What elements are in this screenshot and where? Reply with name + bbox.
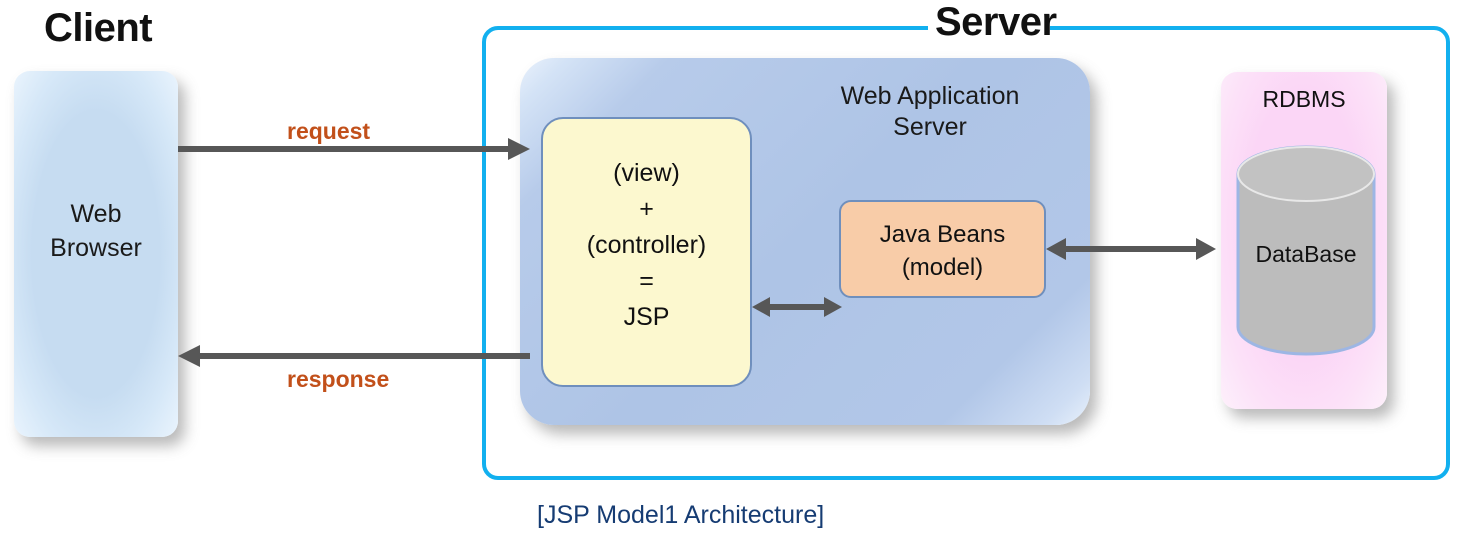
jsp-node: (view) + (controller) = JSP <box>541 117 752 387</box>
web-application-server-label: Web Application Server <box>840 82 1020 141</box>
java-beans-node: Java Beans (model) <box>839 200 1046 298</box>
response-arrow-label: response <box>287 366 390 392</box>
web-application-server-node: Web Application Server (view) + (control… <box>520 58 1090 425</box>
web-browser-node: Web Browser <box>14 71 178 437</box>
jsp-javabeans-arrow <box>752 297 842 317</box>
client-zone-title: Client <box>44 6 153 50</box>
server-zone-title: Server <box>935 0 1057 44</box>
request-arrow-label: request <box>287 118 371 144</box>
database-cylinder-node: DataBase <box>1236 145 1376 356</box>
database-cylinder-icon <box>1236 145 1376 356</box>
diagram-caption: [JSP Model1 Architecture] <box>537 501 825 529</box>
request-arrow <box>178 138 530 160</box>
jsp-label: (view) + (controller) = JSP <box>586 159 707 331</box>
java-beans-label: Java Beans (model) <box>879 221 1006 281</box>
database-label: DataBase <box>1255 241 1357 267</box>
web-browser-label: Web Browser <box>50 200 142 262</box>
server-title-mask <box>928 14 1050 40</box>
response-arrow <box>178 345 530 367</box>
rdbms-label: RDBMS <box>1262 86 1346 112</box>
javabeans-database-arrow <box>1046 238 1216 260</box>
